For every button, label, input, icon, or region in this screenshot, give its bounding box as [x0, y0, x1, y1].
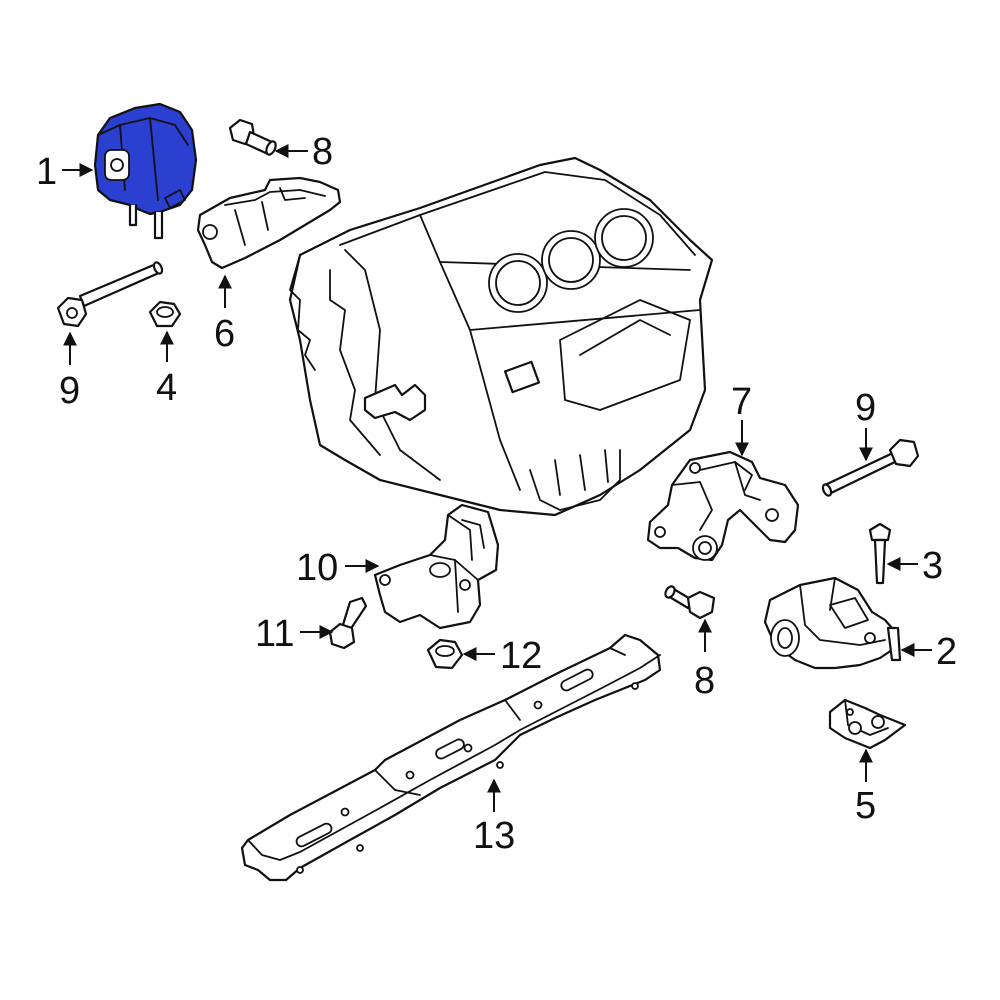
part-9-long-bolt-left[interactable] [56, 261, 164, 328]
part-1-engine-mount[interactable] [93, 102, 198, 240]
callout-8-lower-label: 8 [694, 660, 715, 702]
part-11-bolt[interactable] [328, 596, 368, 650]
callout-9-right-label: 9 [855, 387, 876, 429]
callout-3-label: 3 [922, 545, 943, 587]
callout-2-label: 2 [936, 631, 957, 673]
callout-7-label: 7 [731, 381, 752, 423]
part-10-mount-bracket[interactable] [373, 503, 500, 630]
callout-11-label: 11 [255, 613, 294, 655]
callout-9-left-label: 9 [59, 370, 80, 412]
callout-4-label: 4 [156, 367, 177, 409]
part-2-engine-mount[interactable] [763, 576, 902, 670]
part-13-crossmember[interactable] [240, 633, 662, 882]
callout-13-label: 13 [473, 815, 515, 857]
callout-6-label: 6 [214, 313, 235, 355]
part-8-bolt-top[interactable] [228, 118, 278, 156]
part-9-long-bolt-right[interactable] [821, 438, 920, 497]
part-3-bolt[interactable] [868, 522, 892, 585]
callout-8-top-label: 8 [312, 131, 333, 173]
callout-10-label: 10 [296, 547, 338, 589]
callout-12-label: 12 [500, 635, 542, 677]
callouts: 1 8 6 9 4 7 9 3 10 11 12 8 2 [36, 131, 957, 857]
part-8-bolt-lower[interactable] [664, 585, 716, 620]
engine-block [288, 156, 714, 517]
part-6-bracket[interactable] [196, 176, 342, 270]
part-5-small-bracket[interactable] [828, 698, 907, 750]
callout-1-label: 1 [36, 151, 57, 193]
part-12-nut[interactable] [426, 638, 464, 670]
callout-5-label: 5 [855, 785, 876, 827]
part-7-bracket[interactable] [646, 450, 800, 562]
part-4-nut-left[interactable] [148, 300, 182, 328]
